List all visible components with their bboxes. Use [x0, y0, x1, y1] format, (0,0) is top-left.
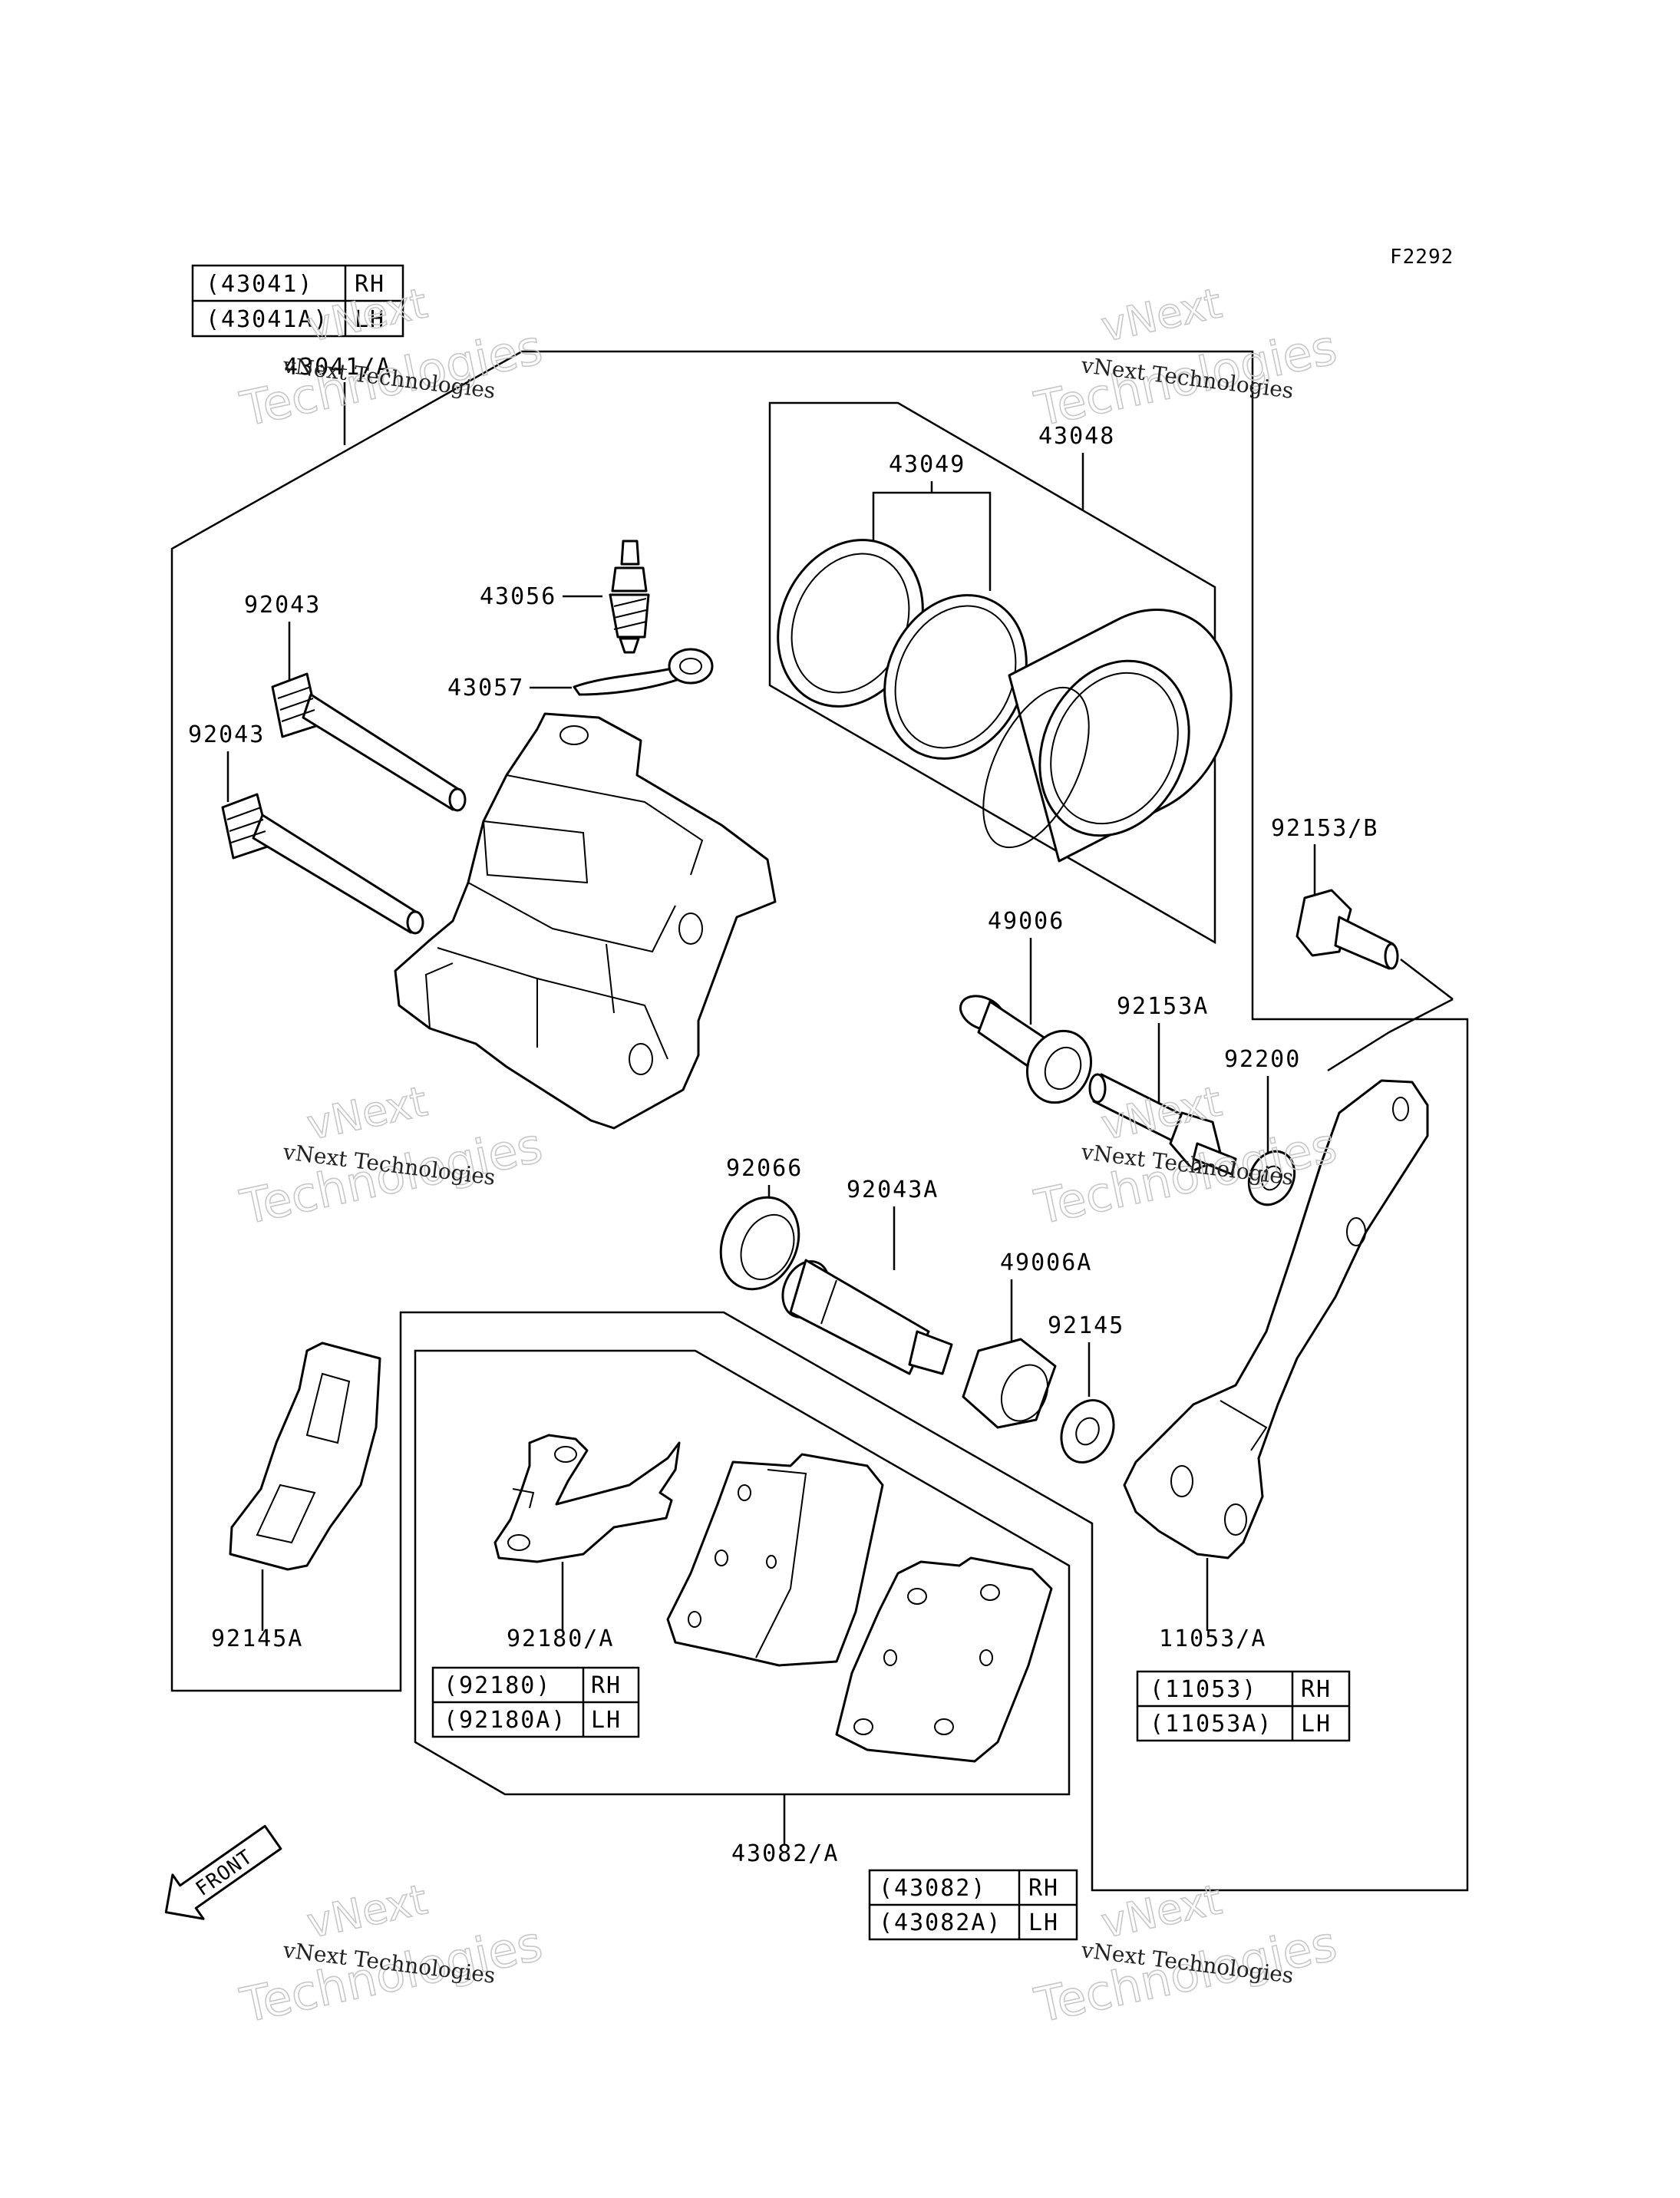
label-11053: 11053/A — [1159, 1625, 1266, 1652]
bracket-table-side-rh: RH — [1301, 1676, 1332, 1703]
caliper-table-code-lh: (43041A) — [206, 306, 329, 333]
pads-table: (43082) RH (43082A) LH — [868, 1869, 1078, 1941]
label-92066: 92066 — [726, 1155, 803, 1182]
bleeder-cap — [573, 648, 714, 696]
seal-kit-boundary — [768, 401, 1216, 945]
label-43057: 43057 — [447, 675, 524, 701]
slide-pin-top — [271, 672, 467, 812]
caliper-assembly-boundary — [170, 350, 1469, 1892]
pad-set-boundary — [414, 1349, 1071, 1796]
bracket-table-code-rh: (11053) — [1150, 1676, 1257, 1703]
bracket-table-side-lh: LH — [1301, 1711, 1332, 1738]
label-92153a: 92153A — [1117, 993, 1209, 1020]
washer-92145 — [1060, 1399, 1115, 1464]
pin-bolt — [1088, 1073, 1237, 1176]
caliper-bracket — [1123, 1079, 1429, 1559]
label-43048: 43048 — [1038, 423, 1115, 450]
svg-text:vNext: vNext — [1097, 279, 1226, 351]
label-43041: 43041/A — [284, 354, 391, 381]
pads-table-side-lh: LH — [1028, 1909, 1059, 1936]
pads-table-side-rh: RH — [1028, 1875, 1059, 1902]
caliper-table-side-lh: LH — [355, 306, 385, 333]
bracket-table-code-lh: (11053A) — [1150, 1711, 1273, 1738]
piston — [982, 609, 1233, 863]
bracket-table: (11053) RH (11053A) LH — [1136, 1670, 1351, 1742]
svg-text:vNext: vNext — [303, 1077, 431, 1149]
label-92145: 92145 — [1048, 1312, 1124, 1339]
slide-pin-bottom — [221, 793, 424, 935]
watermark-mid-left: vNext Technologies vNext Technologies — [235, 1076, 547, 1236]
svg-text:vNext: vNext — [1097, 1875, 1226, 1947]
label-92180: 92180/A — [507, 1625, 614, 1652]
bracket-bolt — [1295, 889, 1399, 970]
caliper-table-code-rh: (43041) — [206, 271, 313, 298]
brake-pad-inner — [666, 1453, 884, 1667]
label-49006: 49006 — [988, 908, 1064, 935]
label-43049: 43049 — [889, 451, 965, 478]
watermark-mid-right: vNext Technologies vNext Technologies — [1029, 1076, 1342, 1236]
dust-boot — [719, 1196, 800, 1291]
label-92145a: 92145A — [211, 1625, 303, 1652]
svg-text:vNext: vNext — [303, 279, 431, 351]
label-92200: 92200 — [1224, 1046, 1301, 1073]
label-92043-bottom: 92043 — [188, 721, 265, 748]
pad-spring-table-code-lh: (92180A) — [444, 1707, 567, 1734]
svg-text:vNext: vNext — [303, 1875, 431, 1947]
pads-table-code-rh: (43082) — [879, 1875, 986, 1902]
caliper-body — [394, 712, 777, 1130]
figure-code: F2292 — [1390, 246, 1454, 269]
label-92043a: 92043A — [847, 1177, 939, 1203]
bleeder-valve — [609, 540, 650, 654]
pin-boot — [959, 995, 1093, 1104]
pad-spring — [493, 1434, 681, 1563]
pads-table-code-lh: (43082A) — [879, 1909, 1002, 1936]
pin-boot-a — [962, 1338, 1057, 1429]
front-arrow: FRONT — [164, 1824, 282, 1920]
watermark-top-right: vNext Technologies vNext Technologies — [1029, 278, 1342, 437]
watermark-top-left: vNext Technologies vNext Technologies — [235, 278, 547, 437]
label-49006a: 49006A — [1000, 1249, 1092, 1276]
pad-spring-table: (92180) RH (92180A) LH — [431, 1666, 640, 1738]
pin-sleeve — [781, 1259, 953, 1375]
pad-spring-table-side-lh: LH — [591, 1707, 622, 1734]
anti-rattle-spring — [229, 1342, 381, 1571]
washer-92200 — [1247, 1150, 1296, 1206]
brake-pad-outer — [835, 1556, 1053, 1763]
label-92153b: 92153/B — [1271, 815, 1378, 842]
watermark-bottom-left: vNext Technologies vNext Technologies — [235, 1874, 547, 2034]
pad-spring-table-side-rh: RH — [591, 1672, 622, 1699]
label-92043-top: 92043 — [244, 592, 321, 619]
label-43056: 43056 — [480, 583, 556, 610]
caliper-table: (43041) RH (43041A) LH — [191, 264, 404, 338]
caliper-table-side-rh: RH — [355, 271, 385, 298]
pad-spring-table-code-rh: (92180) — [444, 1672, 551, 1699]
